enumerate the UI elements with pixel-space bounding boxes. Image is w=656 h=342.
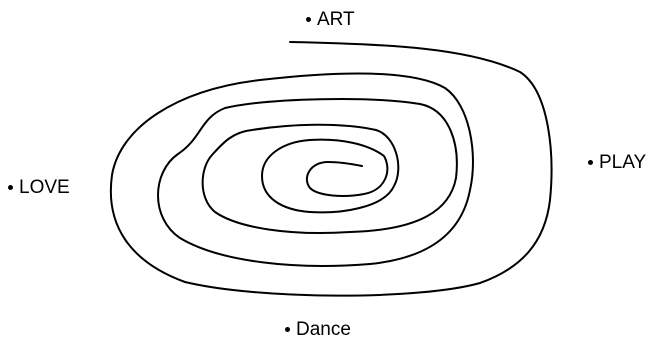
label-art: ART <box>306 10 355 29</box>
label-dance-text: Dance <box>296 320 351 339</box>
bullet-dot-icon <box>8 185 13 190</box>
label-play-text: PLAY <box>599 153 646 172</box>
label-art-text: ART <box>317 10 355 29</box>
bullet-dot-icon <box>588 160 593 165</box>
bullet-dot-icon <box>285 327 290 332</box>
label-love: LOVE <box>8 178 70 197</box>
label-play: PLAY <box>588 153 646 172</box>
label-dance: Dance <box>285 320 351 339</box>
label-love-text: LOVE <box>19 178 70 197</box>
spiral-curve <box>111 42 552 296</box>
bullet-dot-icon <box>306 17 311 22</box>
